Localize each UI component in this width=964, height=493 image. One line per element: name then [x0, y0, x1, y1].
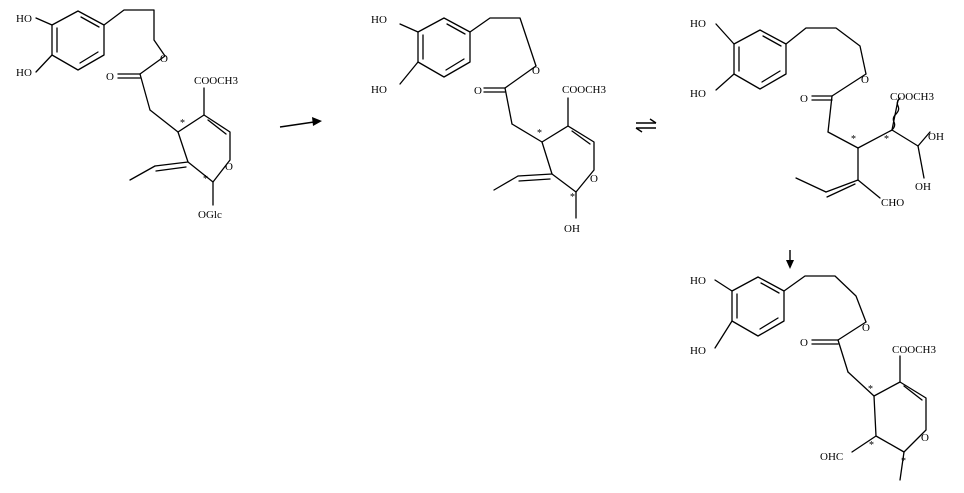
- s3-ester-oxygen: O: [861, 74, 869, 86]
- s3-ho-lower: HO: [690, 88, 706, 100]
- s2-stereo-mark-2: *: [570, 192, 575, 203]
- s1-ho-upper: HO: [16, 13, 32, 25]
- s1-stereo-mark-2: *: [203, 174, 208, 185]
- s2-carbonyl-oxygen: O: [474, 85, 482, 97]
- s1-ho-lower: HO: [16, 67, 32, 79]
- s4-stereo-mark-2: *: [869, 440, 874, 451]
- s4-stereo-mark-1: *: [868, 384, 873, 395]
- s3-oh-lower: OH: [915, 181, 931, 193]
- s1-stereo-mark-1: *: [180, 118, 185, 129]
- s2-ring-oxygen: O: [590, 173, 598, 185]
- s4-cooch3: COOCH3: [892, 344, 937, 356]
- s4-ho-lower: HO: [690, 345, 706, 357]
- s4-ring-oxygen: O: [921, 432, 929, 444]
- structure-4-cyclized-product: HO HO O O COOCH3 O OHC * * *: [690, 275, 937, 481]
- down-arrow: [786, 250, 794, 269]
- s2-oh: OH: [564, 223, 580, 235]
- s4-stereo-mark-3: *: [901, 456, 906, 467]
- equilibrium-arrow: [635, 118, 657, 133]
- s2-ho-lower: HO: [371, 84, 387, 96]
- s3-carbonyl-oxygen: O: [800, 93, 808, 105]
- s3-oh-upper: OH: [928, 131, 944, 143]
- s2-stereo-mark-1: *: [537, 128, 542, 139]
- s3-cho: CHO: [881, 197, 904, 209]
- s1-cooch3: COOCH3: [194, 75, 239, 87]
- s4-carbonyl-oxygen: O: [800, 337, 808, 349]
- s4-ester-oxygen: O: [862, 322, 870, 334]
- s2-ho-upper: HO: [371, 14, 387, 26]
- s3-ho-upper: HO: [690, 18, 706, 30]
- forward-arrow: [279, 117, 322, 128]
- s1-ester-oxygen: O: [160, 53, 168, 65]
- s4-ohc: OHC: [820, 451, 843, 463]
- s1-ring-oxygen: O: [225, 161, 233, 173]
- s1-carbonyl-oxygen: O: [106, 71, 114, 83]
- structure-3-open-form: HO HO O O COOCH3 OH OH CHO * *: [690, 18, 944, 209]
- s3-stereo-mark-2: *: [884, 134, 889, 145]
- structure-1-glycoside: HO HO O O COOCH3 O OGlc * *: [16, 9, 239, 221]
- s2-ester-oxygen: O: [532, 65, 540, 77]
- s3-cooch3: COOCH3: [890, 91, 935, 103]
- s4-ho-upper: HO: [690, 275, 706, 287]
- s1-oglc: OGlc: [198, 209, 222, 221]
- structure-2-aglycone: HO HO O O COOCH3 O OH * *: [371, 14, 607, 235]
- s2-cooch3: COOCH3: [562, 84, 607, 96]
- s3-stereo-mark-1: *: [851, 134, 856, 145]
